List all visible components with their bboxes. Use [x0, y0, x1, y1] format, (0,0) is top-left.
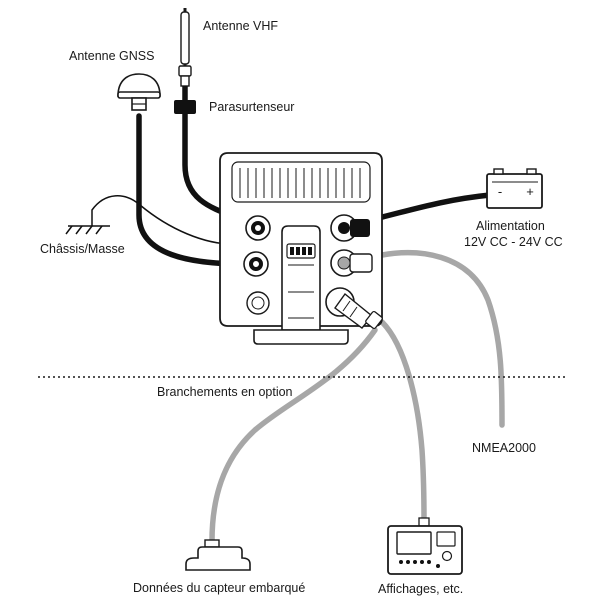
nmea2000-connector-icon: [330, 249, 373, 277]
battery-minus-sign: -: [498, 184, 502, 199]
label-chassis-masse: Châssis/Masse: [40, 242, 125, 256]
display-unit-icon: [387, 517, 463, 575]
label-alimentation: Alimentation: [476, 219, 545, 233]
power-cable: [367, 192, 493, 223]
label-capteur: Données du capteur embarqué: [133, 581, 305, 595]
battery-icon: - +: [486, 168, 543, 209]
optional-cables: [209, 250, 505, 544]
ground-symbol-icon: [65, 225, 110, 235]
ground-wire: [91, 195, 233, 245]
vhf-antenna-icon: [178, 8, 192, 100]
main-device: [219, 152, 383, 345]
data-connector-icon: [325, 287, 383, 330]
sensor-cable: [209, 327, 378, 544]
surge-protector-icon: [174, 100, 196, 114]
gnss-connector-icon: [243, 251, 269, 277]
label-branchements-option: Branchements en option: [157, 385, 293, 399]
label-affichages: Affichages, etc.: [378, 582, 463, 596]
label-parasurtenseur: Parasurtenseur: [209, 100, 294, 114]
vhf-connector-icon: [245, 215, 271, 241]
label-nmea2000: NMEA2000: [472, 441, 536, 455]
battery-plus-sign: +: [526, 184, 534, 199]
gnss-antenna-icon: [117, 73, 161, 111]
connectors: [243, 214, 383, 330]
unused-port: [246, 291, 270, 315]
power-connector-icon: [330, 214, 370, 242]
label-antenne-vhf: Antenne VHF: [203, 19, 278, 33]
nmea2000-cable: [369, 250, 505, 428]
display-cable: [379, 319, 427, 523]
sensor-box-icon: [185, 539, 251, 571]
label-alimentation-tension: 12V CC - 24V CC: [464, 235, 563, 249]
label-antenne-gnss: Antenne GNSS: [69, 49, 154, 63]
